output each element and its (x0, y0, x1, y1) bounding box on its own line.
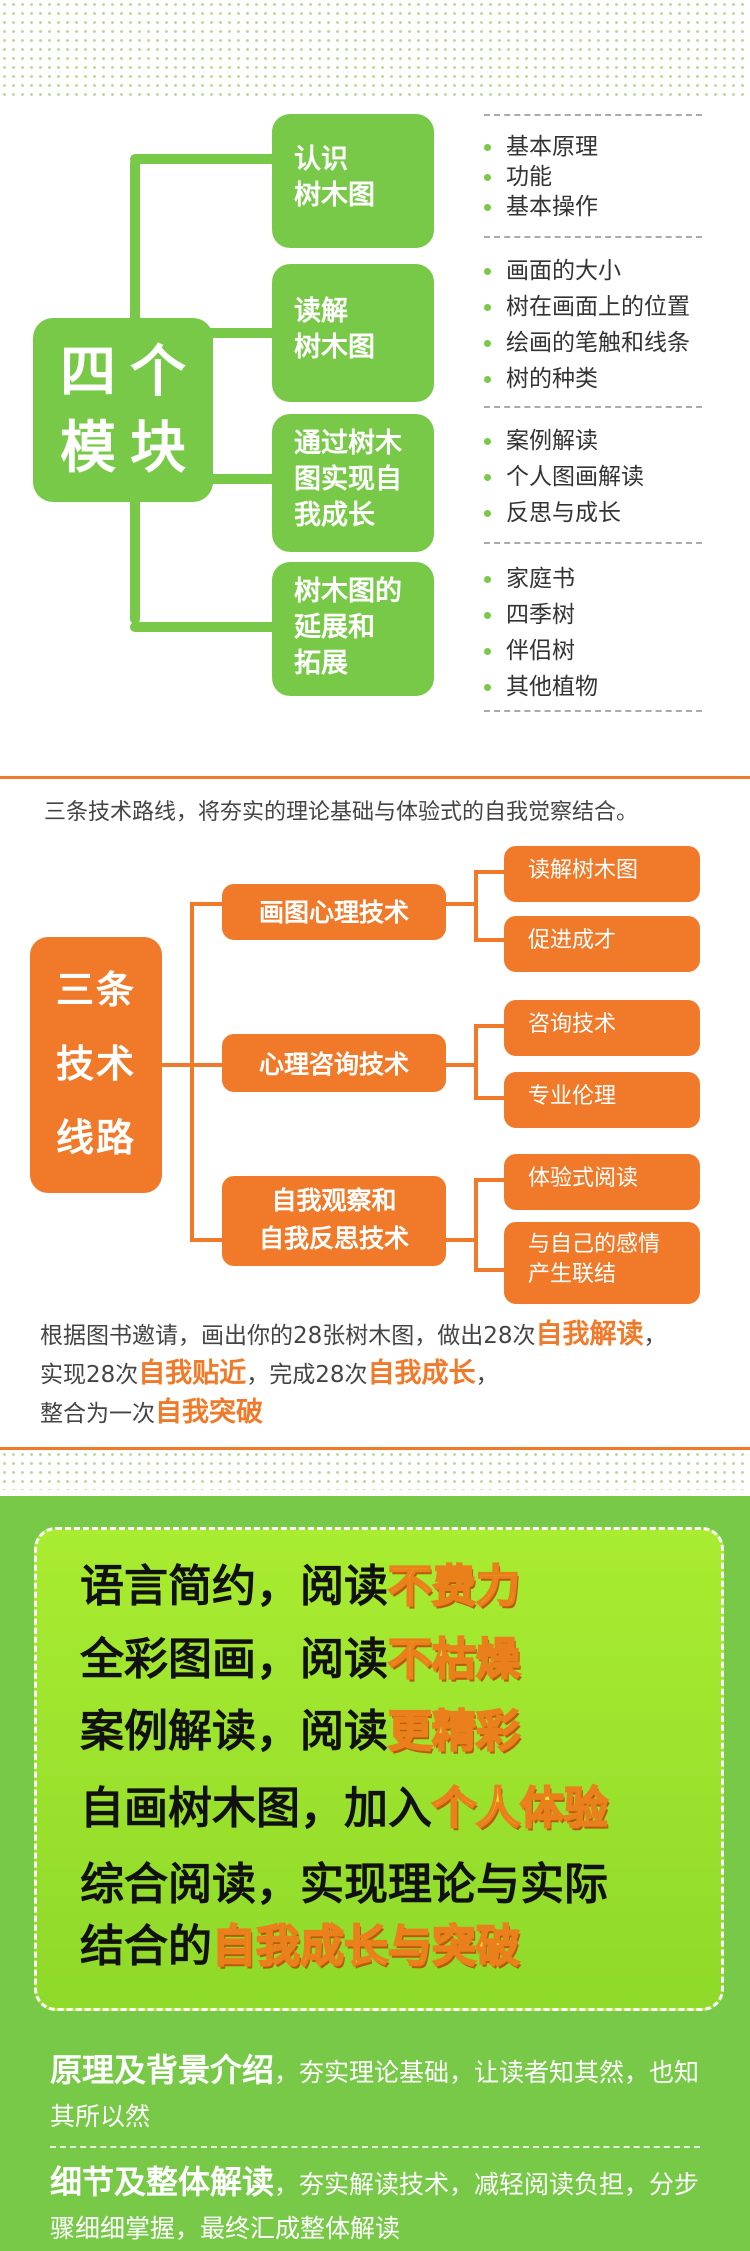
slogan-line: 自画树木图，加入个人体验 (80, 1782, 609, 1835)
module-1-item: 基本操作 (484, 192, 598, 222)
highlight-text: 自我突破 (155, 1397, 263, 1428)
sub-connector (446, 1063, 476, 1067)
tree-branch-4 (130, 622, 280, 632)
module-2-item: 画面的大小 (484, 256, 621, 286)
module-divider (484, 114, 702, 116)
slogan-line: 全彩图画，阅读不枯燥 (80, 1633, 521, 1686)
module-1-item: 基本原理 (484, 132, 598, 162)
sub-connector (474, 1096, 506, 1100)
sub-box: 促进成才 (504, 916, 700, 972)
three-routes-title: 三条 技术 线路 (30, 937, 162, 1193)
top-dot-pattern (0, 0, 750, 96)
module-divider (484, 710, 702, 712)
tech-box-1: 画图心理技术 (222, 884, 446, 940)
slogan-panel (34, 1527, 724, 2011)
modules-section: 四个 模块 认识 树木图 读解 树木图 通过树木 图实现自 我成长 树木图的 延… (0, 96, 750, 776)
sub-trunk (474, 1178, 478, 1270)
sub-box: 读解树木图 (504, 846, 700, 902)
mid-dot-pattern (0, 1450, 750, 1490)
module-1-item: 功能 (484, 162, 552, 192)
sub-box: 与自己的感情 产生联结 (504, 1222, 700, 1304)
sub-connector (446, 1238, 476, 1242)
sub-trunk (474, 1024, 478, 1100)
module-4-item: 四季树 (484, 600, 575, 630)
module-divider (484, 542, 702, 544)
sub-connector (446, 902, 476, 906)
routes-intro-text: 三条技术路线，将夯实的理论基础与体验式的自我觉察结合。 (44, 800, 639, 825)
sub-box: 咨询技术 (504, 1000, 700, 1056)
highlight-text: 自我成长 (367, 1358, 476, 1389)
feature-title: 原理及背景介绍 (50, 2051, 275, 2089)
sub-connector (474, 1268, 506, 1272)
invitation-paragraph: 根据图书邀请，画出你的28张树木图，做出28次自我解读， 实现28次自我贴近，完… (40, 1319, 667, 1428)
feature-item: 原理及背景介绍，夯实理论基础，让读者知其然，也知其所以然 (50, 2051, 700, 2131)
tech-box-3: 自我观察和 自我反思技术 (222, 1176, 446, 1266)
tree-branch-1 (130, 154, 280, 164)
sub-connector (474, 938, 506, 942)
sub-trunk (474, 870, 478, 940)
feature-divider (50, 2146, 700, 2148)
highlight-text: 自我贴近 (138, 1358, 247, 1389)
module-divider (484, 236, 702, 238)
slogan-line: 综合阅读，实现理论与实际 (80, 1859, 608, 1910)
slogan-line: 案例解读，阅读更精彩 (80, 1705, 521, 1758)
route-connector (190, 902, 224, 906)
module-box-1: 认识 树木图 (272, 114, 434, 248)
route-trunk (190, 902, 194, 1240)
highlight-text: 自我解读 (535, 1319, 644, 1350)
module-4-item: 家庭书 (484, 564, 575, 594)
feature-title: 细节及整体解读 (50, 2163, 275, 2201)
route-connector (190, 1063, 224, 1067)
route-connector (162, 1063, 192, 1067)
sub-connector (474, 1178, 506, 1182)
section-divider (0, 776, 750, 779)
module-divider (484, 406, 702, 408)
module-3-item: 反思与成长 (484, 498, 621, 528)
module-3-item: 个人图画解读 (484, 462, 644, 492)
module-box-3: 通过树木 图实现自 我成长 (272, 414, 434, 552)
four-modules-title: 四个 模块 (33, 318, 213, 502)
module-2-item: 树的种类 (484, 364, 598, 394)
module-2-item: 树在画面上的位置 (484, 292, 690, 322)
module-box-2: 读解 树木图 (272, 264, 434, 402)
sub-box: 体验式阅读 (504, 1154, 700, 1210)
feature-item: 细节及整体解读，夯实解读技术，减轻阅读负担，分步骤细细掌握，最终汇成整体解读 (50, 2163, 700, 2243)
slogan-line: 结合的自我成长与突破 (80, 1920, 521, 1973)
module-2-item: 绘画的笔触和线条 (484, 328, 690, 358)
sub-connector (474, 870, 506, 874)
module-4-item: 伴侣树 (484, 636, 575, 666)
module-box-4: 树木图的 延展和 拓展 (272, 562, 434, 696)
route-connector (190, 1238, 224, 1242)
sub-connector (474, 1024, 506, 1028)
module-4-item: 其他植物 (484, 672, 598, 702)
tree-branch-2 (200, 328, 280, 338)
module-3-item: 案例解读 (484, 426, 598, 456)
slogan-line: 语言简约，阅读不费力 (80, 1560, 521, 1613)
section-divider (0, 1447, 750, 1450)
sub-box: 专业伦理 (504, 1072, 700, 1128)
tech-box-2: 心理咨询技术 (222, 1034, 446, 1092)
tree-branch-3 (200, 474, 280, 484)
